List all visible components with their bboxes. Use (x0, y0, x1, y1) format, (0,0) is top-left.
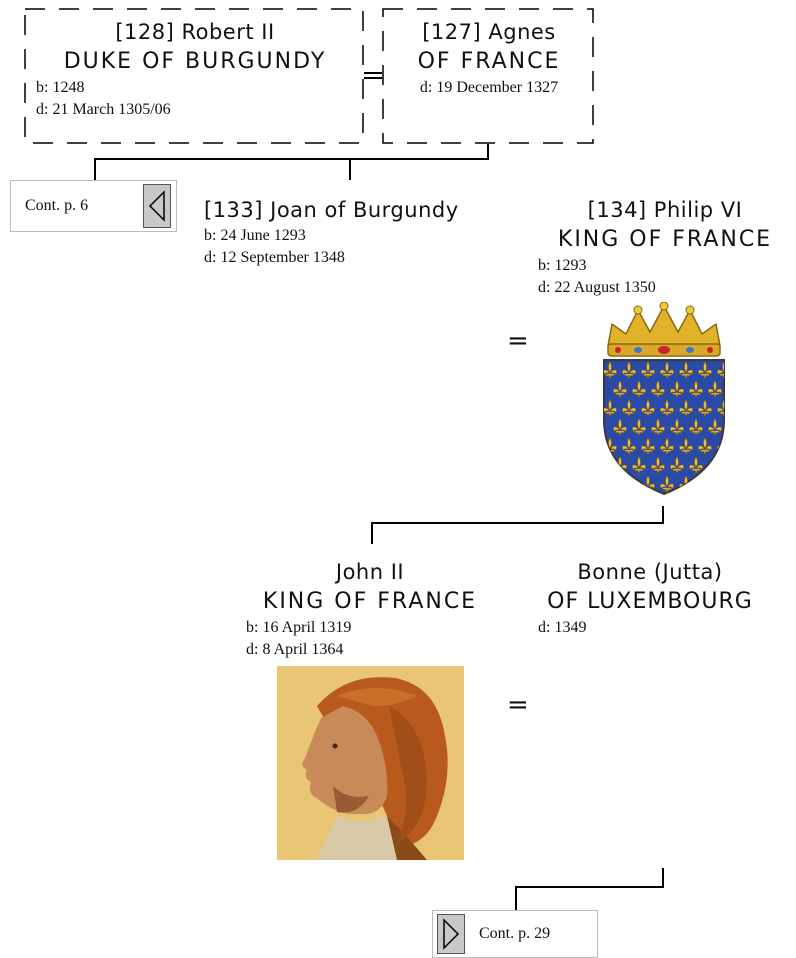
connector (515, 886, 664, 888)
connector (662, 868, 664, 888)
fleur-de-lis-icon (717, 361, 724, 379)
fleur-de-lis-icon (622, 399, 636, 417)
fleur-de-lis-icon (660, 399, 674, 417)
cont-prev-button[interactable]: Cont. p. 6 (10, 180, 177, 232)
bonne-name: Bonne (Jutta) (577, 560, 723, 584)
fleur-de-lis-icon (660, 437, 674, 455)
fleur-de-lis-icon (698, 437, 712, 455)
fleur-de-lis-icon (622, 437, 636, 455)
fleur-de-lis-icon (622, 361, 636, 379)
robert-died: d: 21 March 1305/06 (36, 101, 171, 118)
marriage1-symbol: = (507, 326, 529, 356)
fleur-de-lis-icon (728, 381, 731, 397)
fleur-de-lis-icon (728, 457, 731, 473)
connector (515, 886, 517, 910)
bonne-card: Bonne (Jutta) OF LUXEMBOURG d: 1349 (510, 558, 790, 639)
agnes-title: OF FRANCE (417, 49, 561, 74)
fleur-de-lis-icon (670, 418, 684, 436)
fleur-de-lis-icon (632, 380, 646, 398)
john-card: John II KING OF FRANCE b: 16 April 1319 … (242, 558, 498, 661)
john-died: d: 8 April 1364 (246, 641, 344, 658)
fleur-de-lis-icon (708, 380, 722, 398)
philip-born: b: 1293 (538, 257, 587, 274)
bonne-title: OF LUXEMBOURG (547, 589, 753, 614)
parents-marriage-line-bottom (364, 77, 382, 79)
philip-name: [134] Philip VI (587, 198, 743, 222)
fleur-de-lis-icon (698, 475, 712, 493)
fleur-de-lis-icon (660, 475, 674, 493)
fleur-de-lis-icon (698, 399, 712, 417)
fleur-de-lis-icon (689, 456, 703, 474)
cont-prev-label: Cont. p. 6 (25, 197, 89, 214)
joan-name: [133] Joan of Burgundy (204, 198, 459, 222)
marriage2-symbol: = (507, 690, 529, 720)
fleur-de-lis-icon (641, 361, 655, 379)
john-born: b: 16 April 1319 (246, 619, 352, 636)
agnes-died: d: 19 December 1327 (419, 79, 559, 96)
john-name: John II (335, 560, 405, 584)
robert-title: DUKE OF BURGUNDY (63, 49, 327, 74)
fleur-de-lis-icon (641, 399, 655, 417)
connector (371, 522, 664, 524)
philip-died: d: 22 August 1350 (538, 279, 656, 296)
connector (662, 506, 664, 524)
joan-born: b: 24 June 1293 (204, 227, 306, 244)
fleur-de-lis-icon (641, 437, 655, 455)
fleur-de-lis-icon (728, 419, 731, 435)
joan-died: d: 12 September 1348 (204, 249, 345, 266)
fleur-de-lis-icon (670, 456, 684, 474)
fleur-de-lis-icon (717, 475, 724, 493)
agnes-box-border (382, 8, 594, 144)
fleur-de-lis-icon (717, 399, 724, 417)
cont-next-label: Cont. p. 29 (479, 925, 551, 942)
connector (371, 522, 373, 544)
connector (94, 158, 96, 180)
fleur-de-lis-icon (651, 380, 665, 398)
fleur-de-lis-icon (689, 418, 703, 436)
fleur-de-lis-icon (651, 418, 665, 436)
fleur-de-lis-icon (604, 475, 617, 493)
left-triangle-icon[interactable] (143, 184, 171, 228)
fleur-de-lis-icon (698, 361, 712, 379)
robert-name: [128] Robert II (115, 20, 275, 44)
fleur-de-lis-icon (679, 361, 693, 379)
fleur-de-lis-icon (670, 380, 684, 398)
fleur-de-lis-icon (689, 380, 703, 398)
fleur-de-lis-icon (679, 437, 693, 455)
connector (349, 158, 351, 180)
robert-born: b: 1248 (36, 79, 85, 96)
cont-next-button[interactable]: Cont. p. 29 (432, 910, 598, 958)
fleur-de-lis-icon (632, 456, 646, 474)
fleur-de-lis-icon (604, 399, 617, 417)
fleur-de-lis-icon (613, 380, 627, 398)
fleur-de-lis-icon (708, 418, 722, 436)
robert-card: [128] Robert II DUKE OF BURGUNDY b: 1248… (28, 18, 362, 121)
parents-marriage-line-top (364, 72, 382, 74)
philip-title: KING OF FRANCE (557, 227, 773, 252)
philip-card: [134] Philip VI KING OF FRANCE b: 1293 d… (538, 196, 792, 299)
agnes-name: [127] Agnes (422, 20, 556, 44)
fleur-de-lis-icon (604, 361, 617, 379)
joan-card: [133] Joan of Burgundy b: 24 June 1293 d… (204, 196, 459, 269)
fleur-de-lis-icon (660, 361, 674, 379)
connector (487, 144, 489, 159)
right-triangle-icon[interactable] (437, 914, 465, 954)
fleur-de-lis-icon (632, 418, 646, 436)
bonne-died: d: 1349 (538, 619, 587, 636)
fleur-de-lis-icon (613, 418, 627, 436)
fleur-de-lis-icon (651, 456, 665, 474)
fleur-de-lis-icon (679, 399, 693, 417)
connector (94, 158, 489, 160)
agnes-card: [127] Agnes OF FRANCE d: 19 December 132… (386, 18, 592, 99)
portrait-image (277, 666, 464, 860)
coat-of-arms-image (603, 302, 731, 496)
john-title: KING OF FRANCE (262, 589, 478, 614)
